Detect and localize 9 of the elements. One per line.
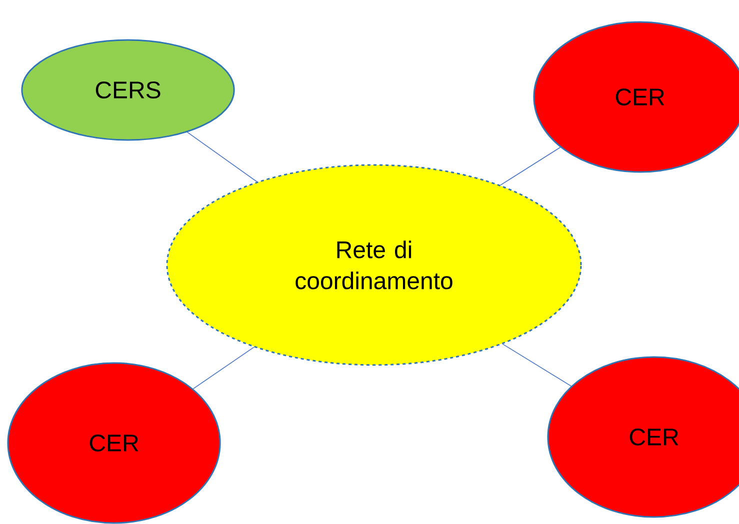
ellipse-node: CERS <box>21 39 235 141</box>
connector-line <box>502 344 572 386</box>
connector-line <box>500 146 561 186</box>
dashed-ellipse-node: Rete di coordinamento <box>166 164 582 366</box>
connector-line <box>186 132 258 182</box>
ellipse-node: CER <box>7 362 221 524</box>
ellipse-node: CER <box>533 21 739 173</box>
connector-line <box>192 346 254 390</box>
ellipse-node: CER <box>547 356 739 518</box>
